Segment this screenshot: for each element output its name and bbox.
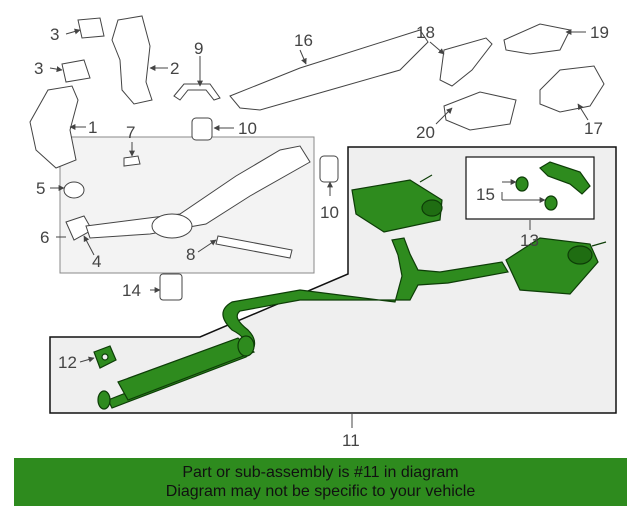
banner-line-1: Part or sub-assembly is #11 in diagram: [182, 464, 459, 481]
callout-1[interactable]: 1: [88, 118, 97, 137]
exhaust-parts-diagram: 3 3 2 1 5 6 4 9 7 10 10 8 14 16 18 19 20…: [29, 15, 617, 450]
callout-10a[interactable]: 10: [238, 119, 257, 138]
callout-10b[interactable]: 10: [320, 203, 339, 222]
exhaust-system-11: [93, 161, 607, 410]
related-parts: [29, 15, 605, 301]
callout-6[interactable]: 6: [40, 228, 49, 247]
callout-13[interactable]: 13: [520, 231, 539, 250]
callout-11[interactable]: 11: [342, 431, 360, 450]
part-info-banner: Part or sub-assembly is #11 in diagram D…: [14, 458, 627, 506]
leader-lines: [49, 28, 589, 428]
callout-19[interactable]: 19: [590, 23, 609, 42]
callout-17[interactable]: 17: [584, 119, 603, 138]
callout-3a[interactable]: 3: [50, 25, 59, 44]
callout-3b[interactable]: 3: [34, 59, 43, 78]
callout-labels: 3 3 2 1 5 6 4 9 7 10 10 8 14 16 18 19 20…: [34, 23, 609, 450]
subassembly-13-frame: [465, 156, 595, 220]
callout-12[interactable]: 12: [58, 353, 77, 372]
callout-4[interactable]: 4: [92, 252, 101, 271]
callout-15[interactable]: 15: [476, 185, 495, 204]
callout-8[interactable]: 8: [186, 245, 195, 264]
callout-14[interactable]: 14: [122, 281, 141, 300]
callout-5[interactable]: 5: [36, 179, 45, 198]
callout-16[interactable]: 16: [294, 31, 313, 50]
banner-line-2: Diagram may not be specific to your vehi…: [165, 483, 476, 500]
callout-9[interactable]: 9: [194, 39, 203, 58]
callout-20[interactable]: 20: [416, 123, 435, 142]
callout-18[interactable]: 18: [416, 23, 435, 42]
callout-2[interactable]: 2: [170, 59, 179, 78]
callout-7[interactable]: 7: [126, 123, 135, 142]
